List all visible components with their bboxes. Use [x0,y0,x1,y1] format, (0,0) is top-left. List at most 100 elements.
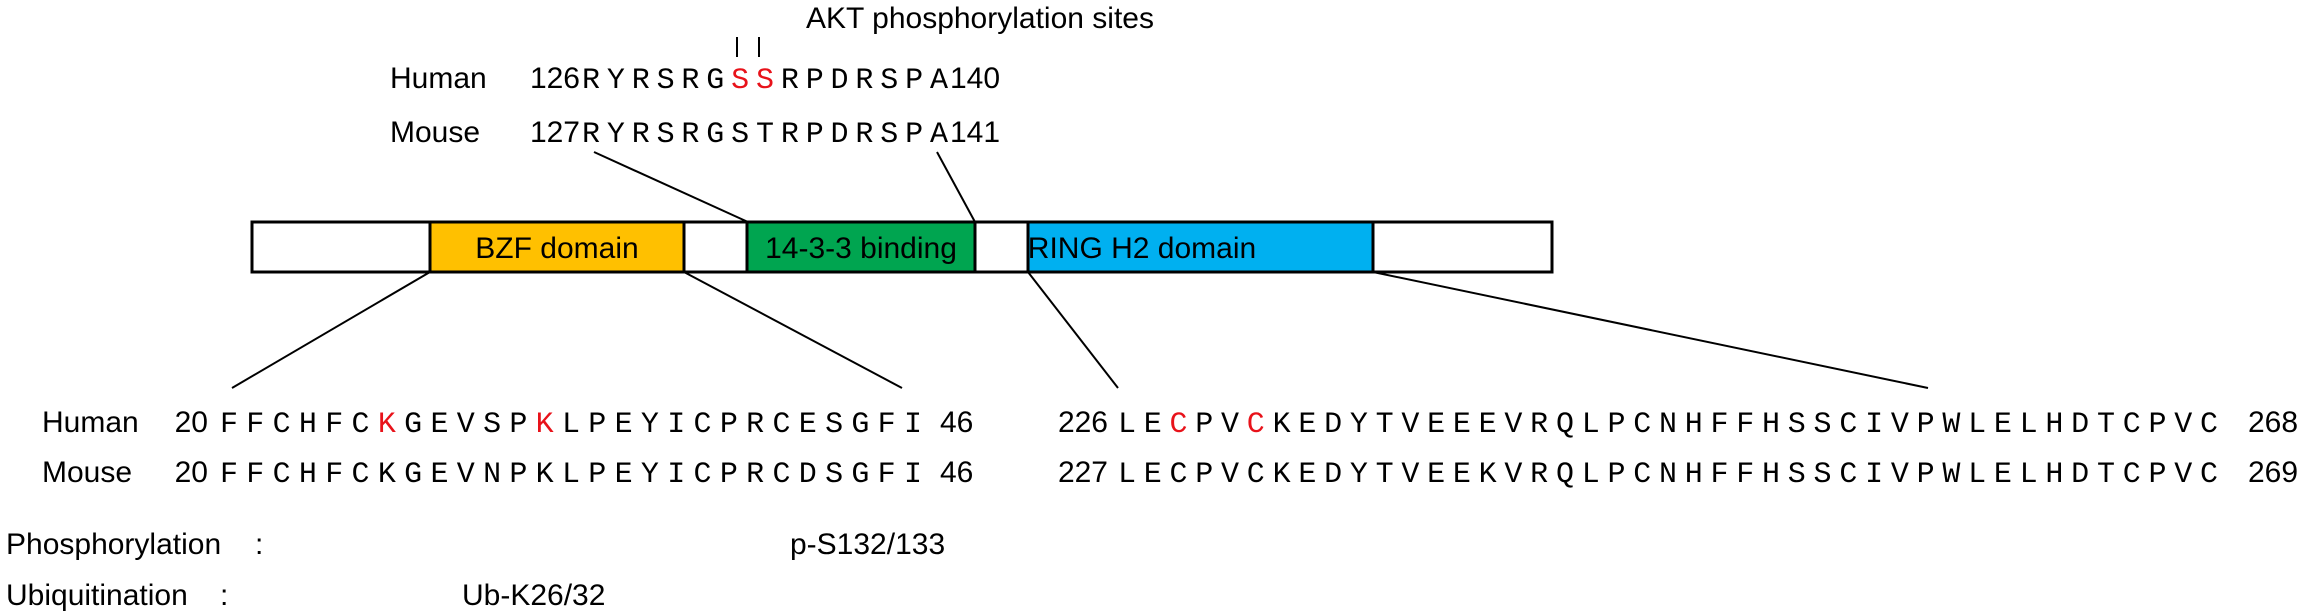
residue: R [855,64,873,98]
residue: T [1376,458,1394,492]
residue: P [905,64,923,98]
residue: S [825,458,843,492]
residue: G [404,408,422,442]
residue: P [509,408,527,442]
residue: K [1273,458,1291,492]
residue: Y [641,458,659,492]
residue: D [2071,408,2089,442]
modification-value: p-S132/133 [790,528,945,561]
residue: R [781,64,799,98]
connector-bzf-right [683,271,903,389]
top-end-number: 141 [950,116,1000,149]
connector-ring-left [1027,271,1119,389]
modifications: Phosphorylation : p-S132/133 Ubiquitinat… [6,528,945,612]
residue: P [588,458,606,492]
residue: E [615,408,633,442]
residue: V [1504,458,1522,492]
residue: H [299,408,317,442]
residue: L [1968,458,1986,492]
residue: S [880,64,898,98]
highlighted-residue: K [536,408,554,442]
residue: E [1994,458,2012,492]
ring-start-number: 226 [1058,406,1108,439]
residue: R [781,118,799,152]
residue: H [1762,458,1780,492]
residue: F [878,408,896,442]
residue: R [746,458,764,492]
residue: L [1582,458,1600,492]
residue: L [1582,408,1600,442]
residue: G [706,64,724,98]
linker-segment [682,220,749,274]
residue: V [1891,458,1909,492]
residue: C [772,408,790,442]
residue: G [851,458,869,492]
residue: L [1118,458,1136,492]
residue: F [246,408,264,442]
residue: Y [607,64,625,98]
residue: Y [641,408,659,442]
residue: R [582,118,600,152]
residue: T [756,118,774,152]
ring-h2-domain-label: RING H2 domain [1028,232,1256,265]
modification-label: Phosphorylation [6,528,221,561]
residue: C [1633,408,1651,442]
residue: C [352,408,370,442]
residue: S [880,118,898,152]
residue: P [1607,408,1625,442]
residue: S [657,118,675,152]
residue: R [746,408,764,442]
residue: C [1839,458,1857,492]
residue: E [799,408,817,442]
residue: R [582,64,600,98]
residue: E [1298,408,1316,442]
residue: V [1891,408,1909,442]
highlighted-residue: S [756,64,774,98]
residue: E [430,458,448,492]
top-start-number: 127 [530,116,580,149]
residue: H [1762,408,1780,442]
residue: P [806,118,824,152]
residue: E [1427,408,1445,442]
residue: E [1427,458,1445,492]
residue: E [1144,408,1162,442]
residue: D [799,458,817,492]
residue: V [1401,408,1419,442]
connector-ring-right [1372,271,1929,389]
residue: F [325,408,343,442]
residue: P [1607,458,1625,492]
residue: P [1917,458,1935,492]
residue: R [855,118,873,152]
residue: C [352,458,370,492]
residue: E [430,408,448,442]
residue: G [851,408,869,442]
residue: P [905,118,923,152]
residue: K [1479,458,1497,492]
bzf-domain-label: BZF domain [475,232,638,265]
bzf-start-number: 20 [175,406,208,439]
residue: D [831,64,849,98]
residue: H [1685,458,1703,492]
residue: V [2174,458,2192,492]
residue: L [2020,408,2038,442]
residue: T [2097,458,2115,492]
residue: C [2123,458,2141,492]
residue: C [2200,408,2218,442]
residue: P [806,64,824,98]
top-species-label: Mouse [390,116,480,149]
ring-end-number: 268 [2248,406,2298,439]
residue: Q [1556,458,1574,492]
connector-bzf-left [231,271,431,389]
modification-colon: : [220,579,228,612]
residue: F [1711,458,1729,492]
top-species-label: Human [390,62,487,95]
residue: Y [1350,408,1368,442]
residue: I [1865,408,1883,442]
residue: N [1659,408,1677,442]
residue: C [694,408,712,442]
